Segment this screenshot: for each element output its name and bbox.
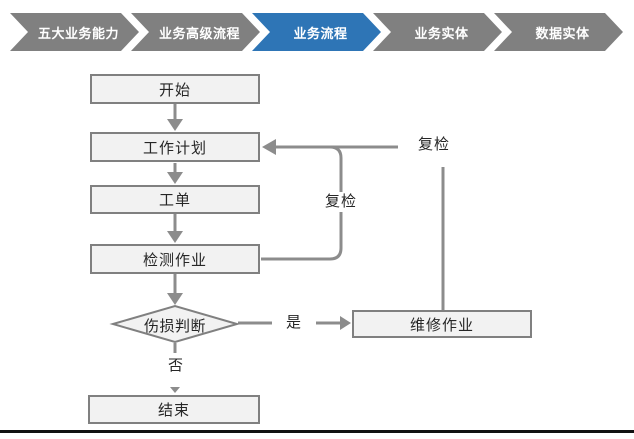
node-work-plan[interactable]: 工作计划 [90, 132, 260, 162]
edge-label-recheck-outer: 复检 [408, 135, 460, 155]
node-inspection[interactable]: 检测作业 [90, 244, 260, 274]
breadcrumb-step-label: 业务高级流程 [158, 25, 240, 41]
arrowhead-into-workorder [167, 172, 183, 184]
edge-label-yes: 是 [279, 313, 309, 333]
breadcrumb-step-label: 数据实体 [535, 25, 590, 41]
arrowhead-into-workplan-top [167, 119, 183, 131]
arrowhead-into-decision [167, 293, 183, 305]
arrowhead-into-end [170, 387, 180, 393]
arrowhead-into-repair [340, 316, 351, 330]
breadcrumb-step-label: 业务实体 [414, 25, 469, 41]
arrowhead-into-inspection [167, 231, 183, 243]
slide-bottom-border [0, 430, 634, 433]
node-start[interactable]: 开始 [90, 74, 260, 104]
decision-diamond-shape [109, 304, 241, 344]
breadcrumb-step-label: 五大业务能力 [37, 25, 119, 41]
node-inspection-label: 检测作业 [142, 251, 207, 269]
breadcrumb-step-data-entity[interactable]: 数据实体 [494, 13, 623, 51]
node-work-plan-label: 工作计划 [142, 139, 207, 157]
edge-label-recheck-inner: 复检 [316, 192, 366, 212]
breadcrumb-step-business-entity[interactable]: 业务实体 [373, 13, 502, 51]
node-start-label: 开始 [158, 81, 191, 99]
arrowhead-into-workplan-right [262, 139, 276, 155]
node-damage-decision[interactable]: 伤损判断 [115, 315, 235, 336]
node-damage-decision-label: 伤损判断 [143, 318, 206, 335]
node-work-order-label: 工单 [158, 192, 191, 209]
breadcrumb-step-five-capabilities[interactable]: 五大业务能力 [10, 13, 139, 51]
node-repair-label: 维修作业 [409, 316, 474, 334]
node-work-order[interactable]: 工单 [90, 185, 260, 214]
node-end-label: 结束 [157, 402, 190, 419]
node-repair[interactable]: 维修作业 [352, 310, 532, 338]
edge-label-no: 否 [160, 356, 192, 376]
breadcrumb-step-advanced-process[interactable]: 业务高级流程 [131, 13, 260, 51]
node-end[interactable]: 结束 [88, 395, 260, 424]
breadcrumb-step-business-process[interactable]: 业务流程 [252, 13, 381, 51]
breadcrumb-step-label: 业务流程 [293, 25, 348, 41]
